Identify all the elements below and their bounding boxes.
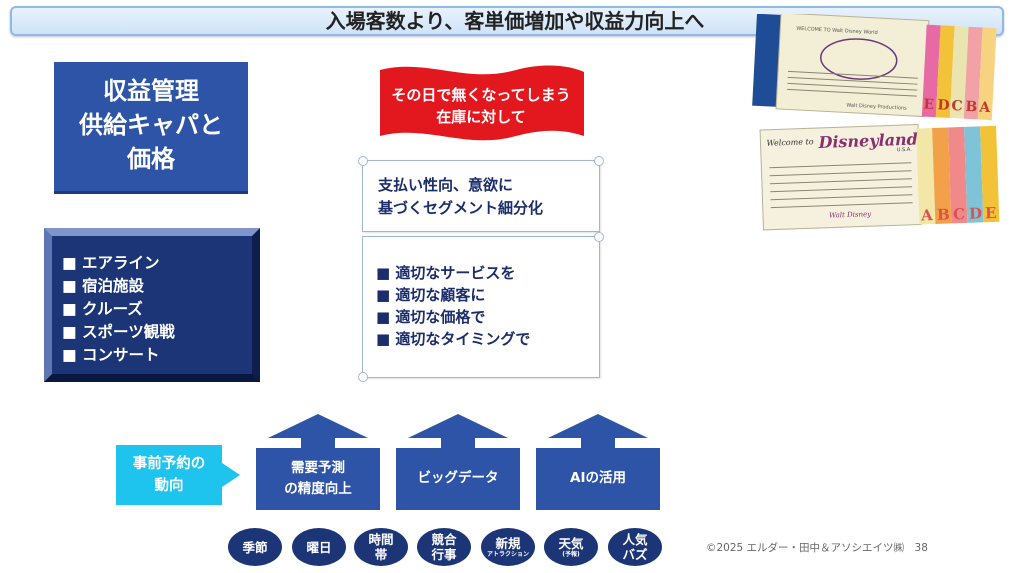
ticket-letter: B xyxy=(965,99,978,116)
segmentation-scroll xyxy=(358,156,604,232)
factor-oval-new-attraction: 新規 アトラクション xyxy=(481,528,535,566)
ticket-illustration: WELCOME TO Walt Disney World Walt Disney… xyxy=(752,12,1000,231)
revenue-box-line: 供給キャパと xyxy=(79,111,223,139)
flag-text: その日で無くなってしまう 在庫に対して xyxy=(376,84,586,130)
ticket-letter: C xyxy=(951,98,963,115)
demand-forecast-block: 需要予測 の精度向上 xyxy=(256,448,380,510)
copyright-footer: ©2025 エルダー・田中＆アソシエイツ㈱ 38 xyxy=(706,542,928,554)
four-rights-scroll xyxy=(358,232,604,382)
flag-line: 在庫に対して xyxy=(436,108,526,126)
scroll-curl xyxy=(594,156,604,166)
ticket-letter: B xyxy=(937,205,950,223)
segmentation-text: 支払い性向、意欲に 基づくセグメント細分化 xyxy=(378,174,588,220)
flag-shape xyxy=(380,65,584,141)
right-arrow-icon xyxy=(222,463,240,487)
industry-item: ■ エアライン xyxy=(62,254,160,272)
ticket-letter: E xyxy=(985,204,997,222)
factor-oval-time: 時間帯 xyxy=(354,528,408,566)
right-item: ■ 適切な顧客に xyxy=(376,286,486,304)
right-item: ■ 適切なタイミングで xyxy=(376,330,531,348)
ticket-letter: D xyxy=(969,204,983,222)
segmentation-line: 基づくセグメント細分化 xyxy=(378,199,544,217)
bottom-ticket-welcome: Welcome to xyxy=(766,137,814,148)
slide-title: 入場客数より、客単価増加や収益力向上へ xyxy=(325,9,705,33)
factor-oval-season: 季節 xyxy=(228,528,282,566)
advance-line: 事前予約の xyxy=(132,456,206,472)
inventory-flag-banner xyxy=(376,60,586,150)
oval-label: 天気 xyxy=(558,536,584,551)
oval-sublabel: (予報) xyxy=(562,551,580,558)
bottom-ticket-usa: U.S.A. xyxy=(897,147,913,154)
block-line: AIの活用 xyxy=(570,470,626,486)
big-data-block: ビッグデータ xyxy=(396,448,520,510)
factor-oval-competing: 競合行事 xyxy=(417,528,471,566)
block-line: ビッグデータ xyxy=(417,470,499,486)
ticket-letter: D xyxy=(937,97,950,114)
oval-sublabel: アトラクション xyxy=(486,551,529,558)
oval-label: 競合行事 xyxy=(431,532,457,562)
ticket-letter: E xyxy=(923,97,934,114)
scroll-curl xyxy=(358,372,368,382)
oval-label: 新規 xyxy=(495,536,521,551)
up-arrow-icon xyxy=(548,414,648,438)
ticket-letter: A xyxy=(978,99,992,116)
oval-label: 季節 xyxy=(242,539,268,555)
flag-line: その日で無くなってしまう xyxy=(391,86,571,104)
advance-booking-box: 事前予約の 動向 xyxy=(116,445,222,505)
revenue-box-line: 価格 xyxy=(127,145,175,173)
oval-label: 人気バズ xyxy=(622,532,648,562)
factor-oval-weather: 天気 (予報) xyxy=(544,528,598,566)
industries-box: ■ エアライン ■ 宿泊施設 ■ クルーズ ■ スポーツ観戦 ■ コンサート xyxy=(44,228,260,382)
scroll-curl xyxy=(594,232,604,242)
industry-item: ■ スポーツ観戦 xyxy=(62,323,175,341)
up-arrow-icon xyxy=(408,414,508,438)
industry-item: ■ 宿泊施設 xyxy=(62,277,145,295)
revenue-management-box: 収益管理 供給キャパと 価格 xyxy=(54,62,248,194)
top-ticket-header: WELCOME TO Walt Disney World xyxy=(796,26,878,36)
bottom-ticket-sign: Walt Disney xyxy=(829,210,872,220)
ticket-book-photo: WELCOME TO Walt Disney World Walt Disney… xyxy=(748,12,1004,232)
block-line: の精度向上 xyxy=(284,481,352,497)
ticket-letter: A xyxy=(920,206,934,224)
block-line: 需要予測 xyxy=(291,460,345,476)
bottom-ticket-logo: Disneyland xyxy=(817,130,918,152)
ai-usage-block: AIの活用 xyxy=(536,448,660,510)
industry-item: ■ クルーズ xyxy=(62,300,143,318)
segmentation-line: 支払い性向、意欲に xyxy=(378,176,514,194)
four-rights-list: ■ 適切なサービスを ■ 適切な顧客に ■ 適切な価格で ■ 適切なタイミングで xyxy=(376,262,591,350)
up-arrow-icon xyxy=(268,414,368,438)
industry-item: ■ コンサート xyxy=(62,346,160,364)
advance-line: 動向 xyxy=(154,478,184,494)
oval-label: 曜日 xyxy=(306,539,332,555)
right-item: ■ 適切なサービスを xyxy=(376,264,516,282)
factor-oval-buzz: 人気バズ xyxy=(608,528,662,566)
revenue-box-line: 収益管理 xyxy=(103,77,199,105)
oval-label: 時間帯 xyxy=(368,532,394,562)
right-item: ■ 適切な価格で xyxy=(376,308,486,326)
ticket-letter: C xyxy=(953,205,966,223)
factor-oval-weekday: 曜日 xyxy=(292,528,346,566)
scroll-curl xyxy=(358,156,368,166)
top-ticket-sign: Walt Disney Productions xyxy=(846,102,907,111)
